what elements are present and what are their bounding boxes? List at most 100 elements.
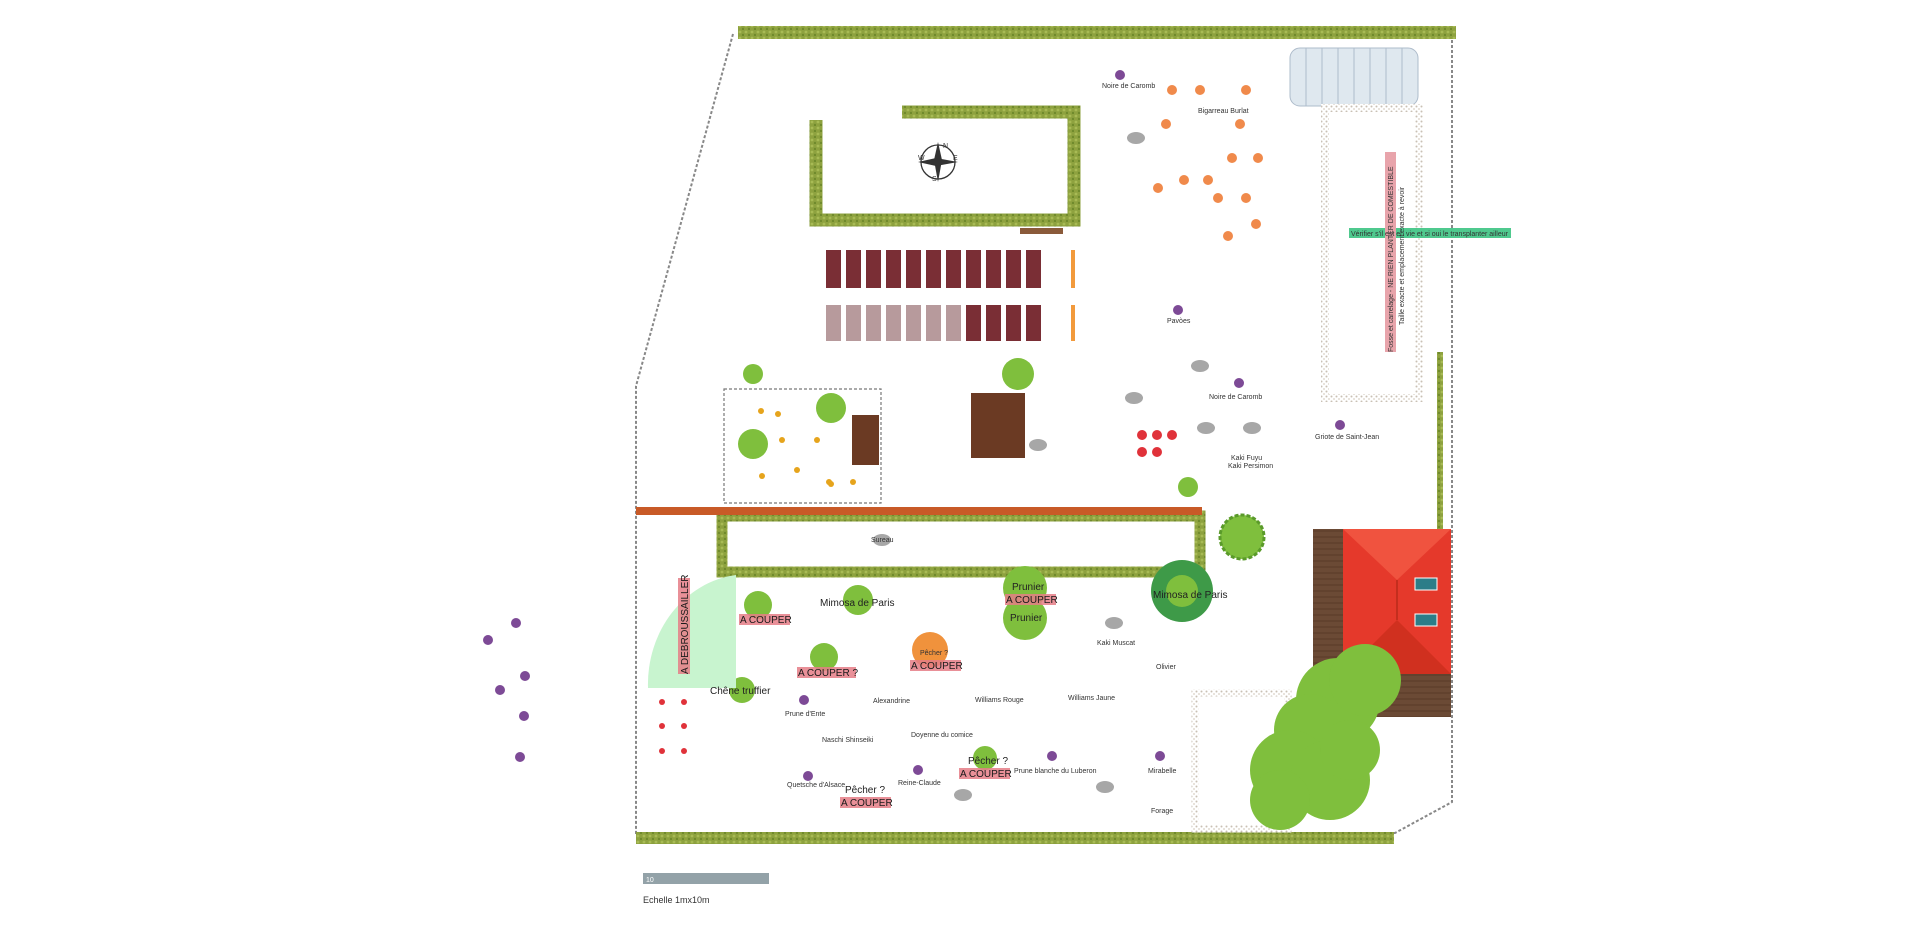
note-verifier: Vérifier s'il est en vie et si oui le tr… [1351,231,1509,238]
bush-1 [743,364,763,384]
mimosa-left-canopy [843,585,873,615]
tree-label-pecher-2: Pêcher ? [968,756,1008,767]
peach-icon [1179,175,1189,185]
bed-red [906,250,921,288]
label-kaki-muscat: Kaki Muscat [1097,640,1135,647]
bed-red [986,250,1001,288]
fruit-icons [483,70,1345,801]
bed-red [1006,250,1021,288]
bed-pink [906,305,921,341]
warn-bg-3 [910,660,961,671]
label-kaki-fuyu: Kaki Fuyu [1231,455,1262,462]
rock-icon [1096,781,1114,793]
svg-text:N: N [943,143,948,150]
peach-icon [1213,193,1223,203]
warn-a-couper-1: A COUPER [740,615,792,626]
peach-icon [1167,85,1177,95]
bed-pink [1026,305,1041,341]
bed-pink [826,305,841,341]
tree-label-mimosa-right: Mimosa de Paris [1153,590,1227,601]
chickens [758,408,856,487]
plum-icon [803,771,813,781]
warn-bg-2 [797,667,856,678]
bed-red [826,250,841,288]
warn-debroussailler: A DEBROUSSAILLER [680,575,691,674]
scale-label: Echelle 1mx10m [643,895,710,905]
bed-pink [1006,305,1021,341]
bed-pink [966,305,981,341]
shed [971,393,1025,458]
vegetable-beds-pink [826,305,1041,341]
warn-bg-1 [739,614,790,625]
warn-bg-debroussailler [678,578,690,674]
bed-pink [926,305,941,341]
peach-icon [1203,175,1213,185]
strawberry-icon [681,723,687,729]
warn-a-couper-4: A COUPER [1006,595,1058,606]
svg-text:E: E [953,155,958,162]
rock-icon [873,534,891,546]
label-forage: Forage [1151,808,1173,815]
bed-pink [986,305,1001,341]
note-fosse: Fosse et carrelage - NE RIEN PLANTER DE … [1388,166,1395,352]
bed-red [1026,250,1041,288]
coop-house [852,415,879,465]
bed-pink [866,305,881,341]
tree-label-chene: Chêne truffier [710,686,771,697]
warn-bg-6 [840,797,891,808]
bush-3 [816,393,846,423]
strawberry-icon [659,748,665,754]
plum-icon [483,635,493,645]
tree-label-pecher-3: Pêcher ? [845,785,885,796]
strawberry-icon [659,699,665,705]
tree-label-mimosa-left: Mimosa de Paris [820,598,894,609]
apple-icon [1167,430,1177,440]
plum-icon [520,671,530,681]
warn-a-couper-5: A COUPER [960,769,1012,780]
tree-label-pecher-1: Pêcher ? [920,650,948,657]
rock-icon [1191,360,1209,372]
gravel-zone-right [1321,104,1423,402]
bed-red [966,250,981,288]
fosse-notes: Fosse et carrelage - NE RIEN PLANTER DE … [1385,152,1406,352]
strawberry-icon [659,723,665,729]
bed-red [926,250,941,288]
bed-end-orange-1 [1071,250,1075,288]
rock-icon [1197,422,1215,434]
peach-icon [1235,119,1245,129]
tree-a-couper-1 [744,591,772,619]
bed-red [866,250,881,288]
label-mirabelle: Mirabelle [1148,768,1177,775]
label-prune-blanche: Prune blanche du Luberon [1014,768,1097,775]
label-williams-jaune: Williams Jaune [1068,695,1115,702]
bed-end-orange-2 [1071,305,1075,341]
plum-icon [1335,420,1345,430]
label-noire-caromb-mid: Noire de Caromb [1209,394,1262,401]
warn-a-couper-6: A COUPER [841,798,893,809]
chicken-enclosure [723,388,882,504]
orange-path [636,507,1202,515]
warn-a-couper-3: A COUPER [911,661,963,672]
peach-icon [1227,153,1237,163]
label-griotte: Griote de Saint-Jean [1315,434,1379,441]
plum-icon [1234,378,1244,388]
peach-icon [1223,231,1233,241]
rock-icon [1125,392,1143,404]
rock-icon [954,789,972,801]
warn-a-couper-2: A COUPER ? [798,668,858,679]
vegetable-beds-red [826,250,1041,288]
plum-icon [1047,751,1057,761]
strawberry-icon [681,699,687,705]
peach-icon [1161,119,1171,129]
apple-icon [1137,430,1147,440]
rock-icon [1029,439,1047,451]
plum-icon [511,618,521,628]
plum-icon [799,695,809,705]
compass-icon: N S E W [918,142,958,183]
label-noire-caromb-top: Noire de Caromb [1102,83,1155,90]
mimosa-right-center [1166,575,1198,607]
label-kaki-persimon: Kaki Persimon [1228,463,1273,470]
bed-pink [846,305,861,341]
